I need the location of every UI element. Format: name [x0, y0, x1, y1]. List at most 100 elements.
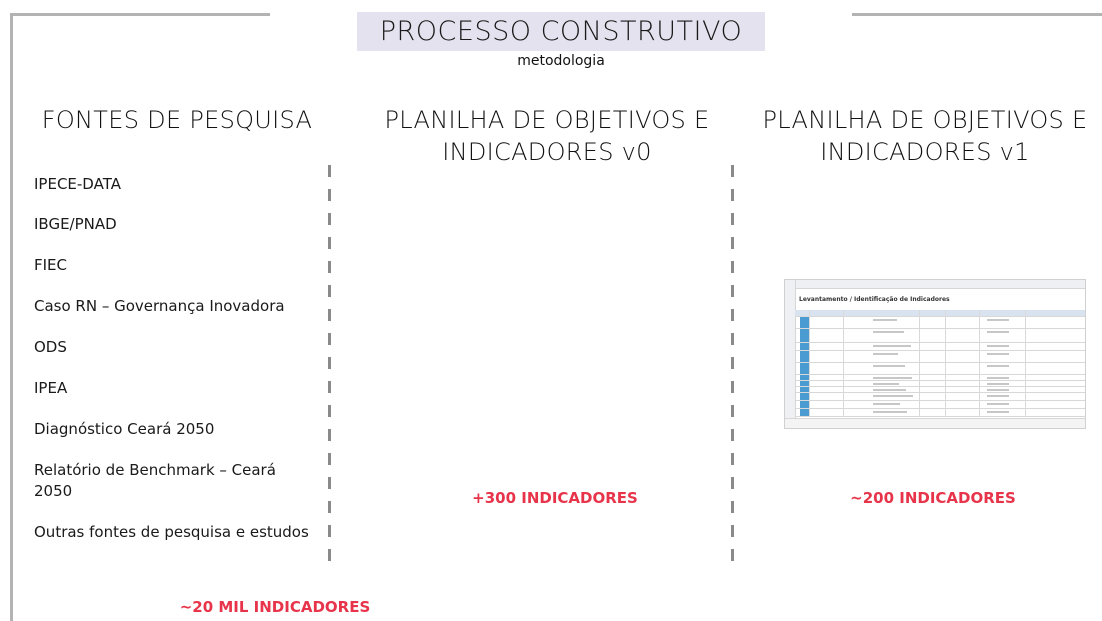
- metric-fontes: ~20 MIL INDICADORES: [179, 598, 371, 616]
- heading-planilha-v1: PLANILHA DE OBJETIVOS E INDICADORES v1: [762, 106, 1088, 167]
- spreadsheet-column-line: [979, 310, 980, 416]
- spreadsheet-thumbnail: Levantamento / Identificação de Indicado…: [784, 279, 1086, 429]
- frame-line-top-right: [852, 13, 1102, 16]
- source-list: IPECE-DATA IBGE/PNAD FIEC Caso RN – Gove…: [34, 174, 316, 543]
- spreadsheet-cell-text: [873, 353, 898, 355]
- divider-dash: [731, 333, 734, 345]
- title-box: PROCESSO CONSTRUTIVO: [357, 12, 765, 51]
- divider-dash: [328, 429, 331, 441]
- divider-dash: [731, 285, 734, 297]
- divider-dash: [328, 285, 331, 297]
- source-item: ODS: [34, 338, 67, 356]
- source-item: Relatório de Benchmark – Ceará 2050: [34, 461, 276, 500]
- heading-planilha-v0: PLANILHA DE OBJETIVOS E INDICADORES v0: [384, 106, 710, 167]
- source-item: Outras fontes de pesquisa e estudos: [34, 523, 309, 541]
- divider-dash: [731, 429, 734, 441]
- spreadsheet-row-line: [795, 408, 1085, 409]
- spreadsheet-cell-text: [873, 331, 904, 333]
- spreadsheet-cell-text: [987, 353, 1009, 355]
- spreadsheet-column-line: [1025, 310, 1026, 416]
- divider-dash: [731, 453, 734, 465]
- spreadsheet-cell-text: [987, 365, 1009, 367]
- divider-dash: [731, 237, 734, 249]
- divider-dash: [731, 549, 734, 561]
- metric-planilha-v0: +300 INDICADORES: [472, 489, 638, 507]
- column-divider-right: [731, 165, 734, 565]
- spreadsheet-column-line: [945, 310, 946, 416]
- divider-dash: [731, 189, 734, 201]
- spreadsheet-cell-text: [873, 403, 900, 405]
- spreadsheet-tab-bar: [785, 418, 1085, 428]
- divider-dash: [328, 165, 331, 177]
- divider-dash: [731, 309, 734, 321]
- divider-dash: [328, 381, 331, 393]
- divider-dash: [731, 357, 734, 369]
- spreadsheet-cell-text: [873, 411, 907, 413]
- source-item: IBGE/PNAD: [34, 215, 117, 233]
- spreadsheet-cell-text: [987, 319, 1009, 321]
- divider-dash: [328, 405, 331, 417]
- divider-dash: [328, 213, 331, 225]
- column-divider-left: [328, 165, 331, 565]
- spreadsheet-cell-text: [987, 403, 1009, 405]
- spreadsheet-cell-text: [873, 345, 911, 347]
- divider-dash: [328, 357, 331, 369]
- source-item: Diagnóstico Ceará 2050: [34, 420, 215, 438]
- source-item: IPEA: [34, 379, 68, 397]
- spreadsheet-cell-text: [873, 365, 905, 367]
- spreadsheet-row-line: [795, 350, 1085, 351]
- spreadsheet-row-line: [795, 416, 1085, 417]
- divider-dash: [731, 501, 734, 513]
- spreadsheet-cell-text: [987, 395, 1009, 397]
- frame-line-top-left: [10, 13, 270, 16]
- heading-fontes-de-pesquisa: FONTES DE PESQUISA: [41, 106, 313, 134]
- spreadsheet-cell-text: [987, 383, 1009, 385]
- source-item: Caso RN – Governança Inovadora: [34, 297, 285, 315]
- source-item: FIEC: [34, 256, 68, 274]
- spreadsheet-header-row: [795, 310, 1085, 316]
- spreadsheet-cell-text: [987, 411, 1009, 413]
- spreadsheet-column-line: [843, 310, 844, 416]
- divider-dash: [328, 189, 331, 201]
- spreadsheet-row-line: [795, 374, 1085, 375]
- spreadsheet-row-line: [795, 342, 1085, 343]
- spreadsheet-cell-text: [873, 389, 906, 391]
- spreadsheet-cell-text: [873, 319, 897, 321]
- spreadsheet-row-line: [795, 316, 1085, 317]
- spreadsheet-column-line: [809, 310, 810, 416]
- spreadsheet-cell-text: [873, 377, 912, 379]
- spreadsheet-row-line: [795, 328, 1085, 329]
- spreadsheet-highlight-column: [800, 316, 809, 416]
- spreadsheet-row-line: [795, 362, 1085, 363]
- spreadsheet-row-line: [795, 400, 1085, 401]
- spreadsheet-cell-text: [987, 389, 1009, 391]
- metric-planilha-v1: ~200 INDICADORES: [850, 489, 1016, 507]
- divider-dash: [731, 165, 734, 177]
- divider-dash: [328, 525, 331, 537]
- divider-dash: [731, 261, 734, 273]
- divider-dash: [328, 261, 331, 273]
- spreadsheet-row-line: [795, 392, 1085, 393]
- spreadsheet-cell-text: [987, 345, 1009, 347]
- spreadsheet-title: Levantamento / Identificação de Indicado…: [799, 296, 950, 303]
- divider-dash: [731, 405, 734, 417]
- spreadsheet-row-line: [795, 380, 1085, 381]
- divider-dash: [328, 549, 331, 561]
- divider-dash: [328, 453, 331, 465]
- spreadsheet-row-line: [795, 386, 1085, 387]
- spreadsheet-cell-text: [873, 395, 913, 397]
- page-title: PROCESSO CONSTRUTIVO: [379, 16, 743, 47]
- divider-dash: [328, 477, 331, 489]
- spreadsheet-column-line: [919, 310, 920, 416]
- divider-dash: [731, 525, 734, 537]
- frame-line-left: [10, 13, 13, 621]
- divider-dash: [731, 477, 734, 489]
- divider-dash: [328, 501, 331, 513]
- divider-dash: [731, 381, 734, 393]
- spreadsheet-cell-text: [987, 331, 1009, 333]
- spreadsheet-column-bar: [785, 280, 1085, 289]
- divider-dash: [731, 213, 734, 225]
- source-item: IPECE-DATA: [34, 175, 121, 193]
- page-subtitle: metodologia: [517, 53, 605, 69]
- divider-dash: [328, 237, 331, 249]
